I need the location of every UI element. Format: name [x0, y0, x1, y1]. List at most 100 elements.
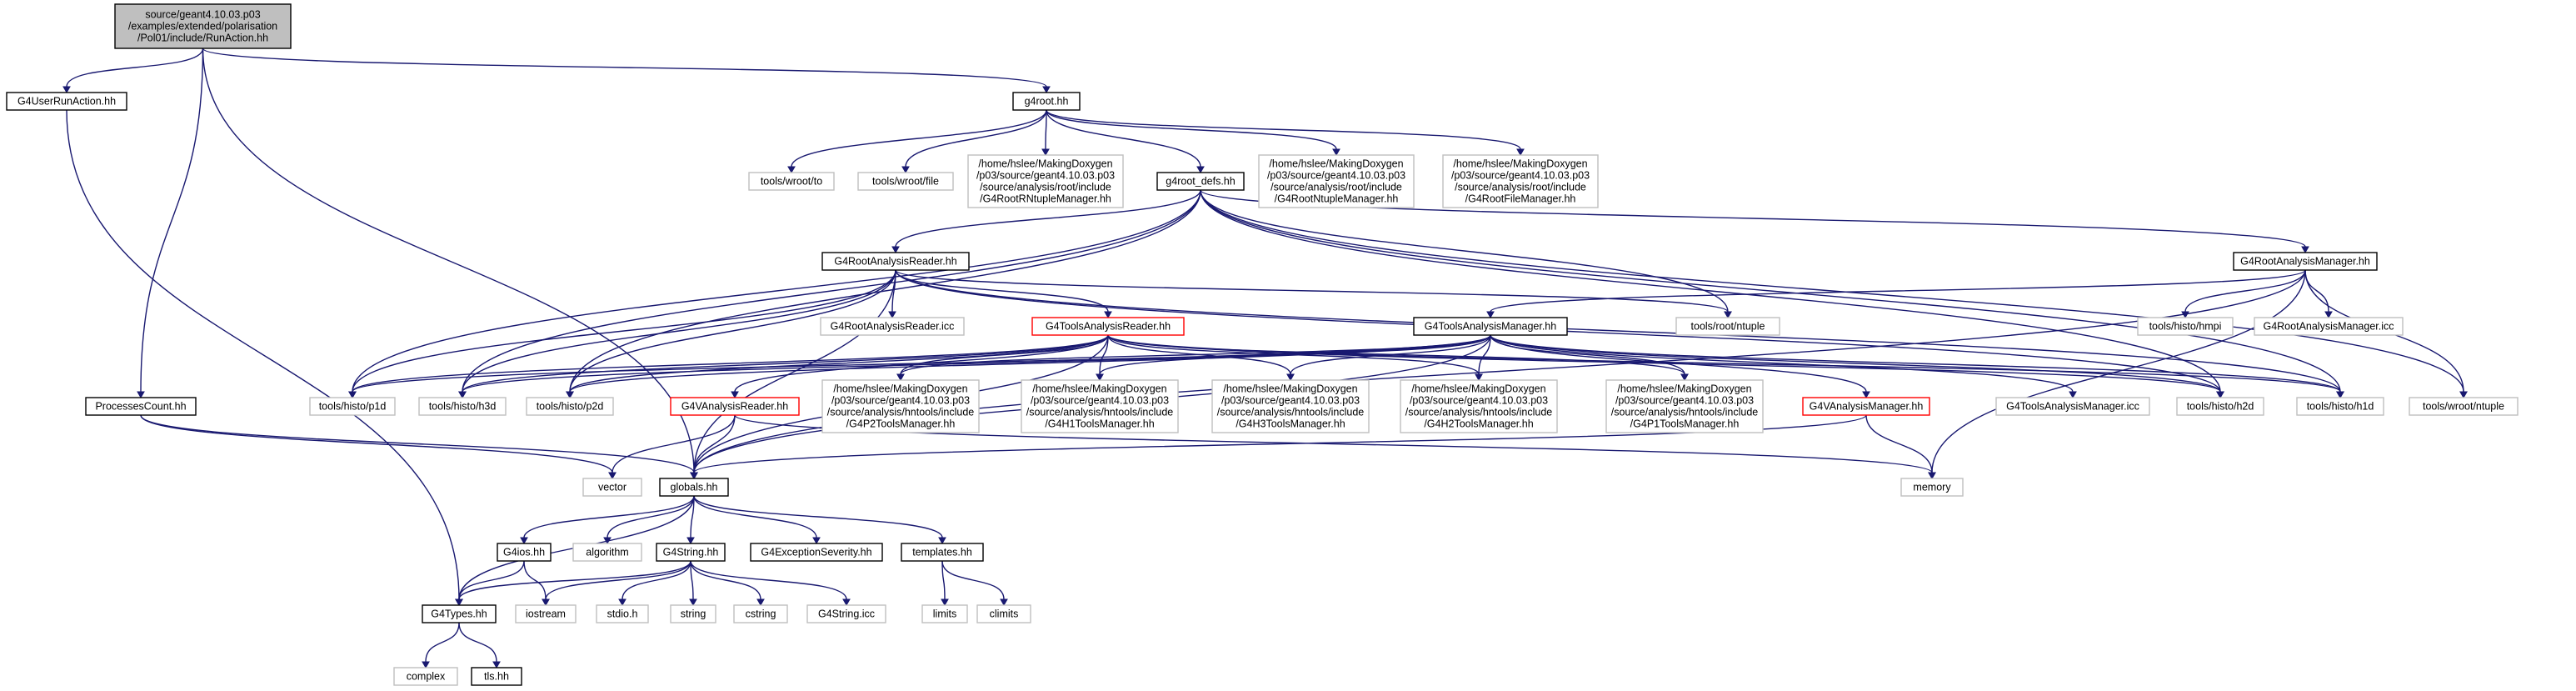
edge-toolsmgr-to-h1d [1490, 334, 2341, 393]
node-wrootfile: tools/wroot/file [857, 172, 954, 191]
edge-toolsreader-to-h3d [462, 334, 1109, 393]
node-label-line: G4VAnalysisManager.hh [1810, 401, 1924, 413]
node-hmpi: tools/histo/hmpi [2137, 317, 2234, 336]
node-severity[interactable]: G4ExceptionSeverity.hh [750, 543, 883, 562]
node-rootdefs[interactable]: g4root_defs.hh [1156, 172, 1245, 191]
edge-toolsmgr-to-h2d [1490, 334, 2221, 393]
node-box [659, 478, 729, 497]
edge-rootreader-to-p1d [352, 269, 896, 393]
node-box [2296, 397, 2384, 416]
node-label-line: /Pol01/include/RunAction.hh [137, 33, 268, 44]
node-p2tools: /home/hslee/MakingDoxygen/p03/source/gea… [821, 379, 980, 433]
node-label-line: G4VAnalysisReader.hh [681, 401, 788, 413]
edge-arrowhead [566, 391, 574, 399]
edge-toolsreader-to-p1d [352, 334, 1109, 393]
node-filemgr: /home/hslee/MakingDoxygen/p03/source/gea… [1442, 154, 1599, 208]
edge-arrowhead [2301, 246, 2309, 254]
node-label-line: tls.hh [484, 671, 509, 683]
edge-arrowhead [686, 537, 695, 545]
node-vector: vector [582, 478, 642, 497]
node-box [750, 543, 883, 562]
edge-arrowhead [901, 166, 910, 174]
edge-toolsmgr-to-h2tools [1478, 334, 1491, 375]
edge-arrowhead [2216, 391, 2224, 399]
edge-globals-to-algorithm [607, 495, 695, 538]
node-root[interactable]: source/geant4.10.03.p03/examples/extende… [114, 3, 292, 49]
edge-arrowhead [1862, 391, 1870, 399]
node-g4root[interactable]: g4root.hh [1012, 92, 1081, 111]
node-label-line: G4ToolsAnalysisManager.icc [2006, 401, 2139, 413]
node-label-line: ProcessesCount.hh [95, 401, 186, 413]
edge-types-to-tls [458, 622, 497, 663]
edge-vreader-to-globals [693, 414, 736, 473]
node-box [422, 604, 497, 623]
node-g4string[interactable]: G4String.hh [656, 543, 726, 562]
node-label-line: globals.hh [671, 482, 718, 493]
edge-templates-to-limits [941, 560, 946, 600]
node-limits: limits [921, 604, 968, 623]
node-label-line: /p03/source/geant4.10.03.p03 [831, 395, 970, 407]
node-toolsreader[interactable]: G4ToolsAnalysisReader.hh [1031, 317, 1185, 336]
edge-arrowhead [1680, 373, 1689, 382]
node-label-line: /home/hslee/MakingDoxygen [1411, 383, 1545, 395]
node-h1d: tools/histo/h1d [2296, 397, 2384, 416]
edge-arrowhead [1286, 373, 1295, 382]
node-box [2233, 252, 2378, 271]
node-box [85, 397, 197, 416]
node-label-line: templates.hh [912, 547, 972, 558]
node-readericc: G4RootAnalysisReader.icc [820, 317, 965, 336]
node-label-line: G4UserRunAction.hh [17, 96, 116, 108]
node-label-line: string [681, 608, 706, 620]
node-templates[interactable]: templates.hh [901, 543, 984, 562]
node-usrrun[interactable]: G4UserRunAction.hh [6, 92, 127, 111]
node-rntuplemgr: /home/hslee/MakingDoxygen/p03/source/gea… [967, 154, 1124, 208]
node-stdio: stdio.h [596, 604, 649, 623]
node-p1d: tools/histo/p1d [309, 397, 396, 416]
node-g4ios[interactable]: G4ios.hh [497, 543, 552, 562]
edge-toolsmgr-to-h3tools [1290, 334, 1491, 375]
node-box [393, 667, 458, 686]
edge-root-to-g4root [202, 48, 1047, 88]
node-label-line: tools/wroot/to [761, 176, 822, 188]
node-tls[interactable]: tls.hh [471, 667, 522, 686]
node-label-line: algorithm [586, 547, 628, 558]
edge-rootdefs-to-rootreader [895, 189, 1201, 248]
node-rootreader[interactable]: G4RootAnalysisReader.hh [821, 252, 970, 271]
node-box [6, 92, 127, 111]
node-label-line: memory [1913, 482, 1951, 493]
node-label-line: G4ToolsAnalysisManager.hh [1425, 321, 1556, 333]
node-rootmgr[interactable]: G4RootAnalysisManager.hh [2233, 252, 2378, 271]
edge-arrowhead [689, 598, 697, 607]
node-h2tools: /home/hslee/MakingDoxygen/p03/source/gea… [1400, 379, 1558, 433]
node-vreader[interactable]: G4VAnalysisReader.hh [670, 397, 800, 416]
node-iostream: iostream [515, 604, 577, 623]
node-label-line: /home/hslee/MakingDoxygen [1032, 383, 1166, 395]
node-toolsmgr[interactable]: G4ToolsAnalysisManager.hh [1413, 317, 1568, 336]
node-box [526, 397, 614, 416]
node-label-line: /home/hslee/MakingDoxygen [1223, 383, 1357, 395]
edge-arrowhead [1104, 311, 1112, 319]
node-label-line: tools/histo/h1d [2307, 401, 2374, 413]
node-label-line: tools/wroot/ntuple [2423, 401, 2504, 413]
node-label-line: g4root_defs.hh [1166, 176, 1235, 188]
node-box [821, 252, 970, 271]
edge-g4string-to-stdio [622, 560, 691, 600]
node-box [857, 172, 954, 191]
node-label-line: /examples/extended/polarisation [128, 21, 277, 33]
edge-arrowhead [888, 311, 896, 319]
node-vmgr[interactable]: G4VAnalysisManager.hh [1802, 397, 1930, 416]
node-label-line: /G4P1ToolsManager.hh [1630, 418, 1740, 430]
edge-processes-to-globals [140, 414, 695, 473]
edge-arrowhead [787, 166, 796, 174]
edge-arrowhead [422, 661, 430, 669]
node-globals[interactable]: globals.hh [659, 478, 729, 497]
edge-rootreader-to-rootntuple [895, 269, 1729, 313]
edge-g4string-to-types [458, 560, 691, 600]
node-h1tools: /home/hslee/MakingDoxygen/p03/source/gea… [1021, 379, 1179, 433]
edge-arrowhead [455, 598, 463, 607]
node-label-line: /source/analysis/hntools/include [827, 407, 975, 418]
node-label-line: tools/wroot/file [872, 176, 939, 188]
node-types[interactable]: G4Types.hh [422, 604, 497, 623]
edge-rootdefs-to-h2d [1200, 189, 2221, 393]
node-processes[interactable]: ProcessesCount.hh [85, 397, 197, 416]
